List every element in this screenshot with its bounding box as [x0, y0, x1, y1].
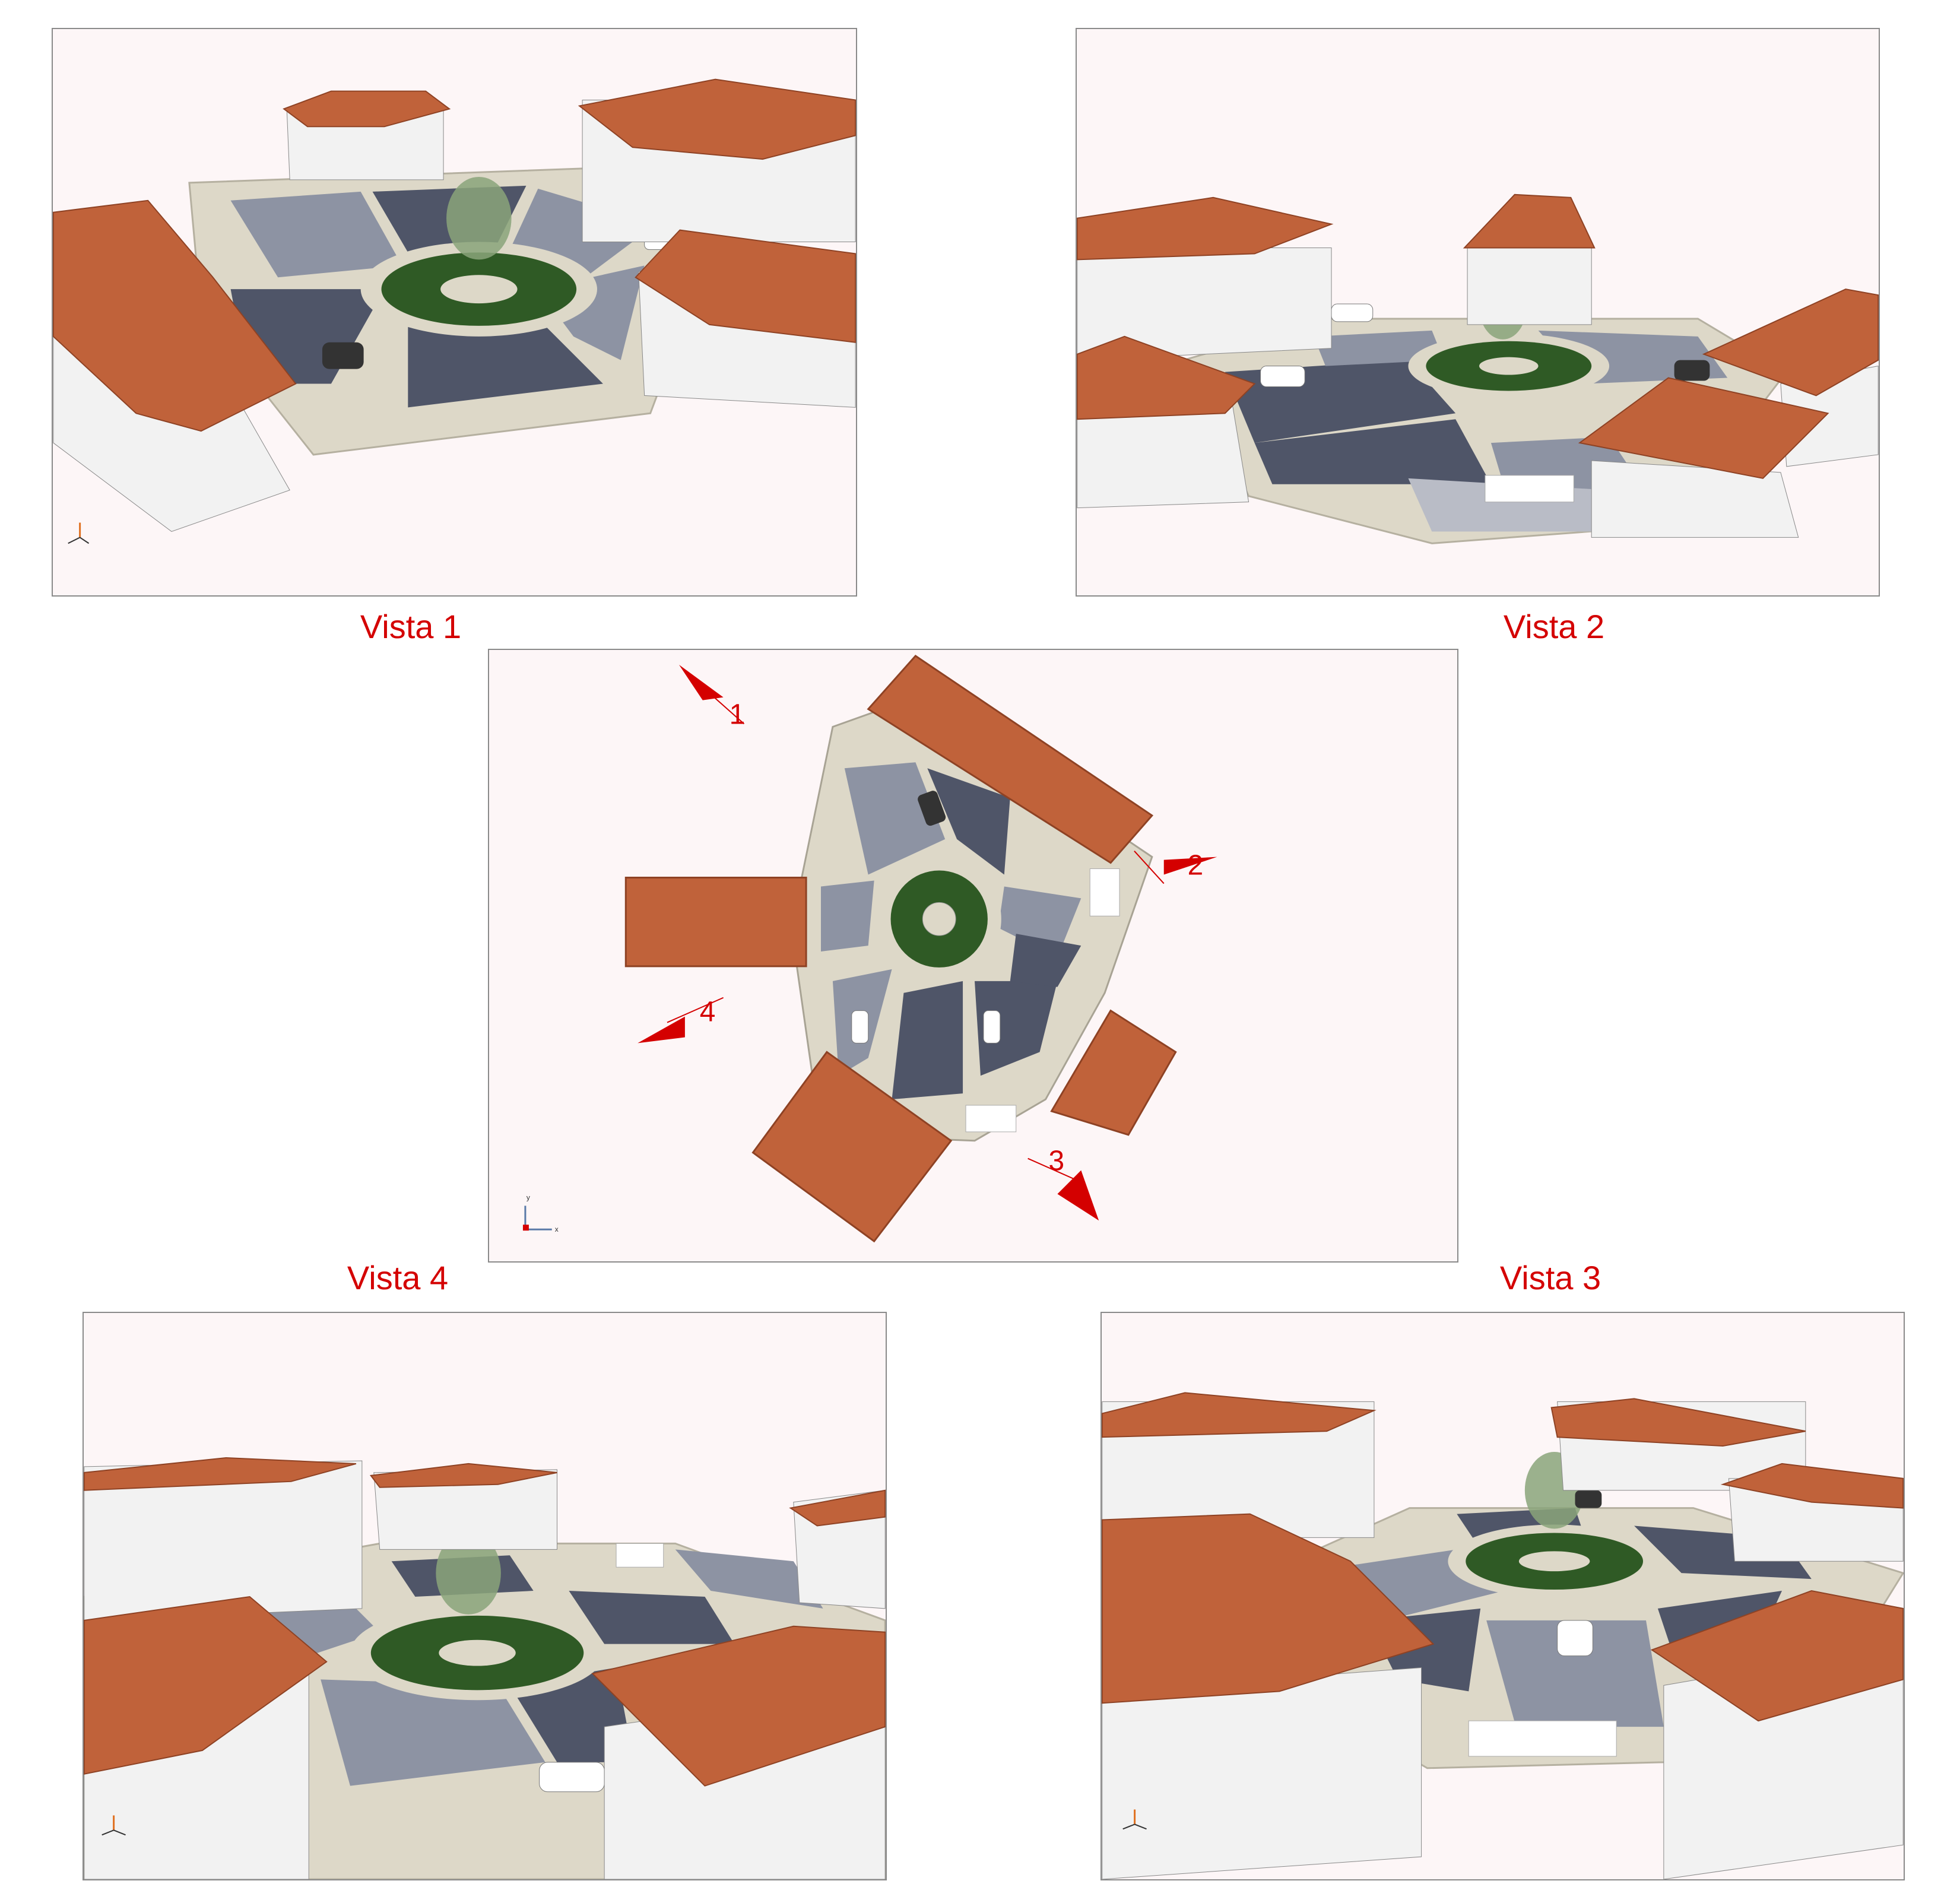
paving-sector	[1486, 1620, 1664, 1727]
roundabout-center	[922, 902, 956, 936]
axis-icon	[102, 1815, 126, 1836]
vista-4-panel	[83, 1312, 887, 1880]
paving-sector	[974, 981, 1058, 1076]
car	[539, 1762, 605, 1793]
crosswalk	[616, 1543, 664, 1568]
axis-x-label: x	[555, 1225, 559, 1233]
building-roof	[1077, 335, 1256, 420]
paving-sector	[321, 1679, 545, 1786]
building-roof	[1720, 1463, 1904, 1509]
building-roof	[1102, 1392, 1377, 1438]
crosswalk	[1089, 868, 1120, 916]
vista-4-render	[84, 1313, 886, 1879]
building-roof	[635, 229, 856, 343]
roundabout-center	[439, 1639, 516, 1666]
building-roof	[369, 1463, 557, 1488]
building-roof	[1550, 1398, 1806, 1447]
roundabout-center	[1518, 1551, 1590, 1572]
axis-icon: y x	[522, 1193, 559, 1233]
paving-sector	[1010, 934, 1082, 987]
building-roof	[591, 1625, 886, 1787]
vista-4-caption: Vista 4	[347, 1259, 449, 1296]
building-roof	[1463, 194, 1596, 249]
paving-sector	[927, 768, 1010, 875]
vista-3-caption: Vista 3	[1499, 1259, 1601, 1296]
vista-3-render	[1102, 1313, 1904, 1879]
crosswalk	[965, 1105, 1017, 1133]
plan-view-panel: 1 2 3 4 y x	[488, 649, 1458, 1263]
building-roof	[1578, 377, 1829, 479]
crosswalk	[1468, 1720, 1617, 1757]
axis-y-label: y	[527, 1193, 530, 1201]
paving-sector	[892, 981, 963, 1100]
paving-sector	[1254, 419, 1491, 484]
vista-2-render	[1077, 29, 1879, 595]
view-marker-4-label: 4	[700, 997, 716, 1028]
vista-1-render	[53, 29, 856, 595]
building-roof	[1650, 1590, 1904, 1722]
car	[322, 342, 364, 369]
paving-sector	[998, 886, 1082, 957]
tree	[446, 176, 512, 260]
building-roof	[84, 1596, 328, 1775]
building-roof	[53, 199, 297, 432]
view-marker-4: 4	[638, 997, 724, 1044]
building-roof	[578, 78, 856, 160]
paving-sector	[675, 1549, 823, 1609]
building-roof	[867, 654, 1154, 864]
paving-sector	[569, 1591, 735, 1644]
crosswalk	[1485, 475, 1574, 503]
roundabout-center	[1479, 357, 1539, 375]
vista-1-caption: Vista 1	[360, 608, 462, 645]
vista-1-panel	[52, 28, 857, 597]
car	[1260, 366, 1305, 387]
building-roof	[1102, 1513, 1435, 1704]
roundabout-center	[440, 275, 518, 304]
building-roof	[624, 877, 807, 968]
building-roof	[84, 1457, 357, 1491]
building-roof	[1050, 1009, 1177, 1136]
car	[1331, 303, 1374, 322]
building-wall	[1467, 247, 1592, 325]
car	[918, 791, 946, 826]
view-marker-3: 3	[1027, 1146, 1099, 1221]
paving-sector	[820, 880, 874, 952]
building-roof	[751, 1051, 953, 1243]
plan-view-render: 1 2 3 4 y x	[490, 650, 1457, 1261]
tree	[436, 1531, 501, 1615]
building-roof	[789, 1489, 886, 1527]
building-roof	[1077, 196, 1334, 261]
axis-icon	[1122, 1809, 1147, 1830]
car	[1575, 1490, 1602, 1508]
car	[1674, 360, 1710, 381]
view-marker-1: 1	[678, 664, 746, 731]
paving-sector	[844, 762, 946, 875]
car	[1557, 1620, 1593, 1657]
vista-2-caption: Vista 2	[1503, 608, 1605, 645]
axis-icon	[68, 522, 90, 544]
building-roof	[1702, 288, 1879, 397]
car	[983, 1010, 1001, 1044]
car	[851, 1010, 869, 1044]
view-marker-2-label: 2	[1188, 850, 1204, 881]
view-marker-2: 2	[1134, 850, 1217, 884]
view-marker-1-label: 1	[730, 699, 746, 731]
paving-sector	[230, 191, 402, 278]
building-roof	[283, 90, 451, 128]
paving-sector	[1314, 330, 1444, 366]
view-marker-3-label: 3	[1049, 1146, 1065, 1177]
vista-3-panel	[1100, 1312, 1905, 1880]
vista-2-panel	[1076, 28, 1880, 597]
